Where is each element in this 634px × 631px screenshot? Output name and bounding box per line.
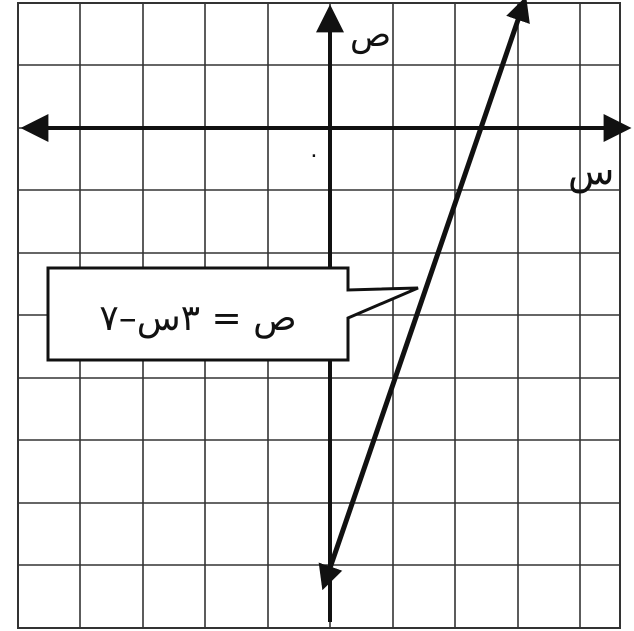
equation-callout: ص = ٣س–٧ (46, 266, 419, 362)
equation-label: ص = ٣س–٧ (99, 298, 296, 339)
function-line (318, 0, 530, 591)
y-axis-label: ص (350, 15, 391, 55)
origin-label: ٠ (308, 143, 320, 168)
callout-box (46, 266, 419, 362)
x-axis-label: س (568, 149, 614, 193)
